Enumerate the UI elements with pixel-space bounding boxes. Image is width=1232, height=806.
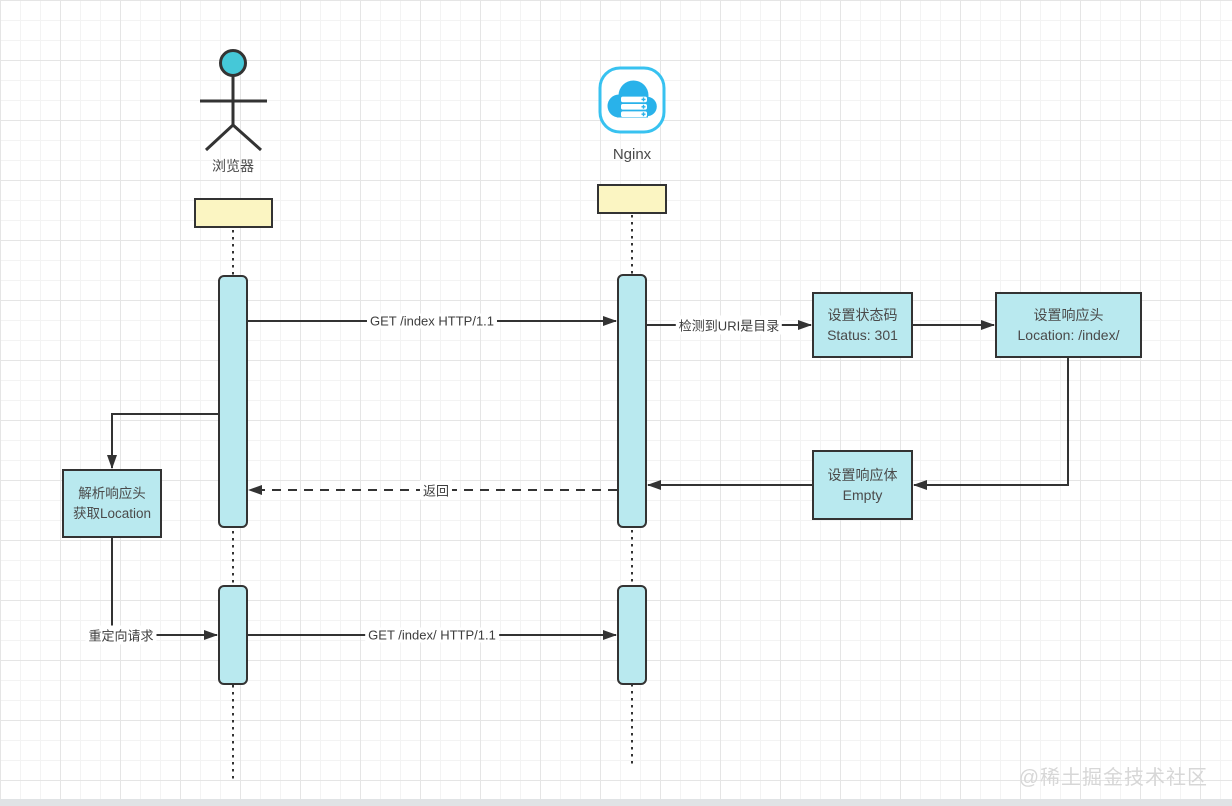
activation-nginx-1 — [617, 274, 647, 528]
message-label-get-index: GET /index HTTP/1.1 — [366, 313, 498, 329]
message-label-get-index-slash: GET /index/ HTTP/1.1 — [365, 627, 499, 643]
message-label-redirect-request: 重定向请求 — [85, 625, 157, 645]
process-box-text: 获取Location — [72, 505, 152, 521]
arrow-redirect-request — [111, 538, 218, 640]
actor-head — [219, 49, 247, 77]
activation-browser-1 — [218, 275, 248, 528]
nginx-cloud-icon — [598, 66, 666, 134]
process-box-text: Empty — [842, 487, 883, 503]
arrow-header-to-body — [913, 358, 1069, 490]
process-box-text: 设置响应体 — [827, 466, 898, 483]
nginx-lifeline-head-box — [597, 184, 667, 214]
process-box-text: Status: 301 — [827, 327, 898, 343]
process-box-set-response-header: 设置响应头 Location: /index/ — [995, 292, 1142, 358]
process-box-set-status: 设置状态码 Status: 301 — [812, 292, 913, 358]
arrow-browser-to-parse — [107, 413, 218, 469]
browser-lifeline-head-box — [194, 198, 273, 228]
activation-browser-2 — [218, 585, 248, 685]
watermark: @稀土掘金技术社区 — [1018, 767, 1208, 789]
participant-label-nginx: Nginx — [612, 146, 652, 163]
process-box-text: Location: /index/ — [1017, 327, 1120, 343]
participant-label-browser: 浏览器 — [212, 158, 254, 174]
process-box-text: 设置响应头 — [1033, 306, 1104, 323]
bottom-edge-strip — [0, 799, 1232, 806]
process-box-parse-response-header: 解析响应头 获取Location — [62, 469, 162, 538]
process-box-set-response-body: 设置响应体 Empty — [812, 450, 913, 520]
message-label-detect-uri: 检测到URI是目录 — [675, 315, 783, 335]
activation-nginx-2 — [617, 585, 647, 685]
browser-actor-icon — [200, 49, 267, 152]
process-box-text: 解析响应头 — [78, 485, 146, 501]
actor-legs — [204, 123, 262, 152]
message-label-return: 返回 — [419, 480, 453, 500]
process-box-text: 设置状态码 — [827, 306, 898, 323]
